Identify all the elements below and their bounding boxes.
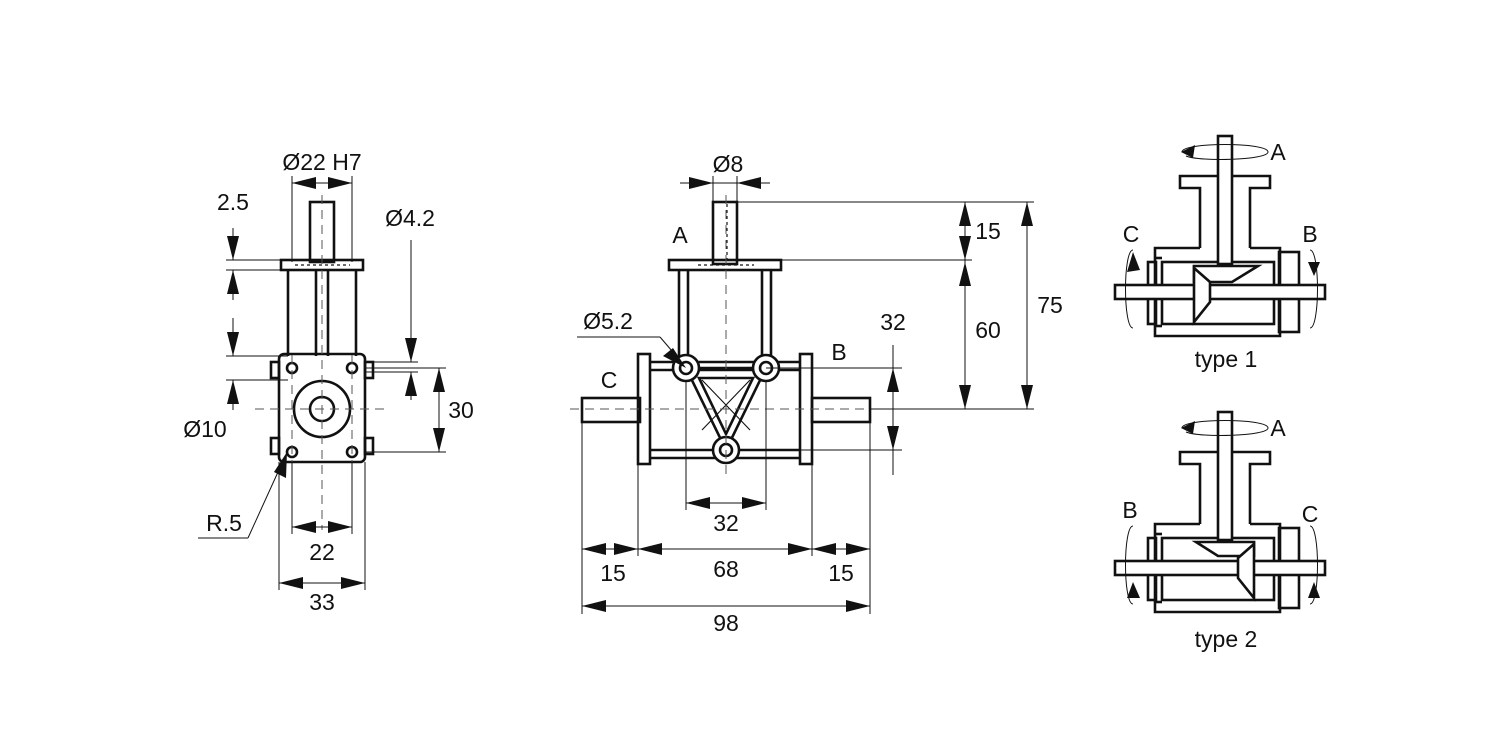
type1-shaft-a [1216,134,1234,266]
front-label-b: B [831,339,846,365]
type1-shaft-bc [1113,283,1327,301]
front-dim-60: 60 [975,317,1001,343]
side-dia-bore-label: Ø22 H7 [282,149,361,175]
front-dim-32-bottom: 32 [713,510,739,536]
type2-gear-side [1236,541,1256,602]
front-shaft-dia-label: Ø8 [713,151,744,177]
type1-label-b: B [1302,221,1317,247]
front-label-a: A [672,222,688,248]
front-label-c: C [601,367,618,393]
type1-caption: type 1 [1195,346,1258,372]
type2-label-a: A [1270,415,1286,441]
type1-label-c: C [1123,221,1140,247]
type2-shaft-a [1216,410,1234,542]
type2-label-c: C [1302,501,1319,527]
type1-label-a: A [1270,139,1286,165]
side-lug-tl [269,360,281,380]
front-flange [667,258,783,272]
type1-schematic: A C B type 1 [1113,134,1327,372]
front-dim-98: 98 [713,610,739,636]
front-shaft-c [580,396,642,424]
side-view: Ø22 H7 2.5 Ø10 Ø4.2 30 [183,149,474,615]
side-lug-br [363,436,375,456]
front-dim-32-right: 32 [880,309,906,335]
side-flange-thk-label: 2.5 [217,189,249,215]
front-dim-68: 68 [713,556,739,582]
type2-schematic: A B C type 2 [1113,410,1327,652]
side-width-outer-label: 33 [309,589,335,615]
type1-gear-side [1192,265,1212,326]
front-dim-15-left: 15 [600,560,626,586]
front-shaft-b [810,396,872,424]
side-width-inner-label: 22 [309,539,335,565]
front-dim-15-right: 15 [828,560,854,586]
type2-label-b: B [1122,497,1137,523]
front-dim-15-top: 15 [975,218,1001,244]
side-height-label: 30 [448,397,474,423]
side-radius-label: R.5 [206,510,242,536]
side-lug-bl [269,436,281,456]
type2-shaft-bc [1113,559,1327,577]
front-dim-75: 75 [1037,292,1063,318]
front-top-shaft [711,200,739,266]
side-hole-dia-label: Ø4.2 [385,205,435,231]
type2-caption: type 2 [1195,626,1258,652]
front-hole-dia-label: Ø5.2 [583,308,633,334]
side-shaft-dia-label: Ø10 [183,416,226,442]
side-lug-tr [363,360,375,380]
front-view: Ø8 A B C Ø5.2 15 60 75 32 [570,151,1063,636]
